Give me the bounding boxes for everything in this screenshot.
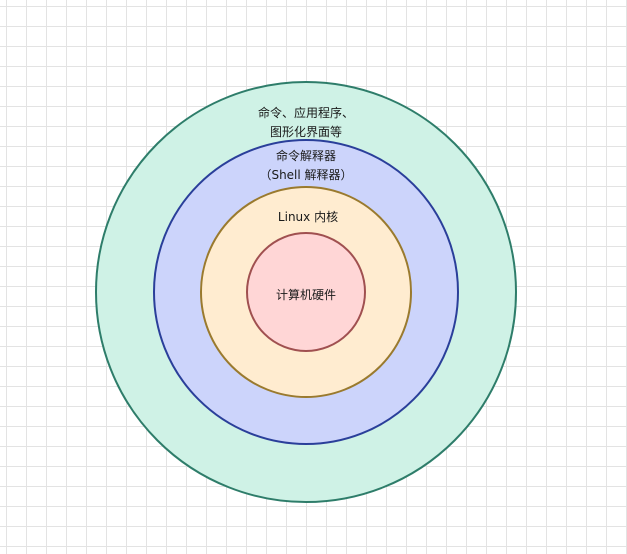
outer-layer-label-line-2: 图形化界面等 xyxy=(270,125,342,139)
kernel-layer-label: Linux 内核 xyxy=(278,210,338,224)
hardware-core-circle xyxy=(246,232,366,352)
outer-layer-label-line-1: 命令、应用程序、 xyxy=(258,105,354,120)
shell-layer-label-line-1: 命令解释器 xyxy=(276,148,336,163)
shell-layer-label-line-2: （Shell 解释器） xyxy=(259,168,352,182)
hardware-core-label: 计算机硬件 xyxy=(276,287,336,302)
